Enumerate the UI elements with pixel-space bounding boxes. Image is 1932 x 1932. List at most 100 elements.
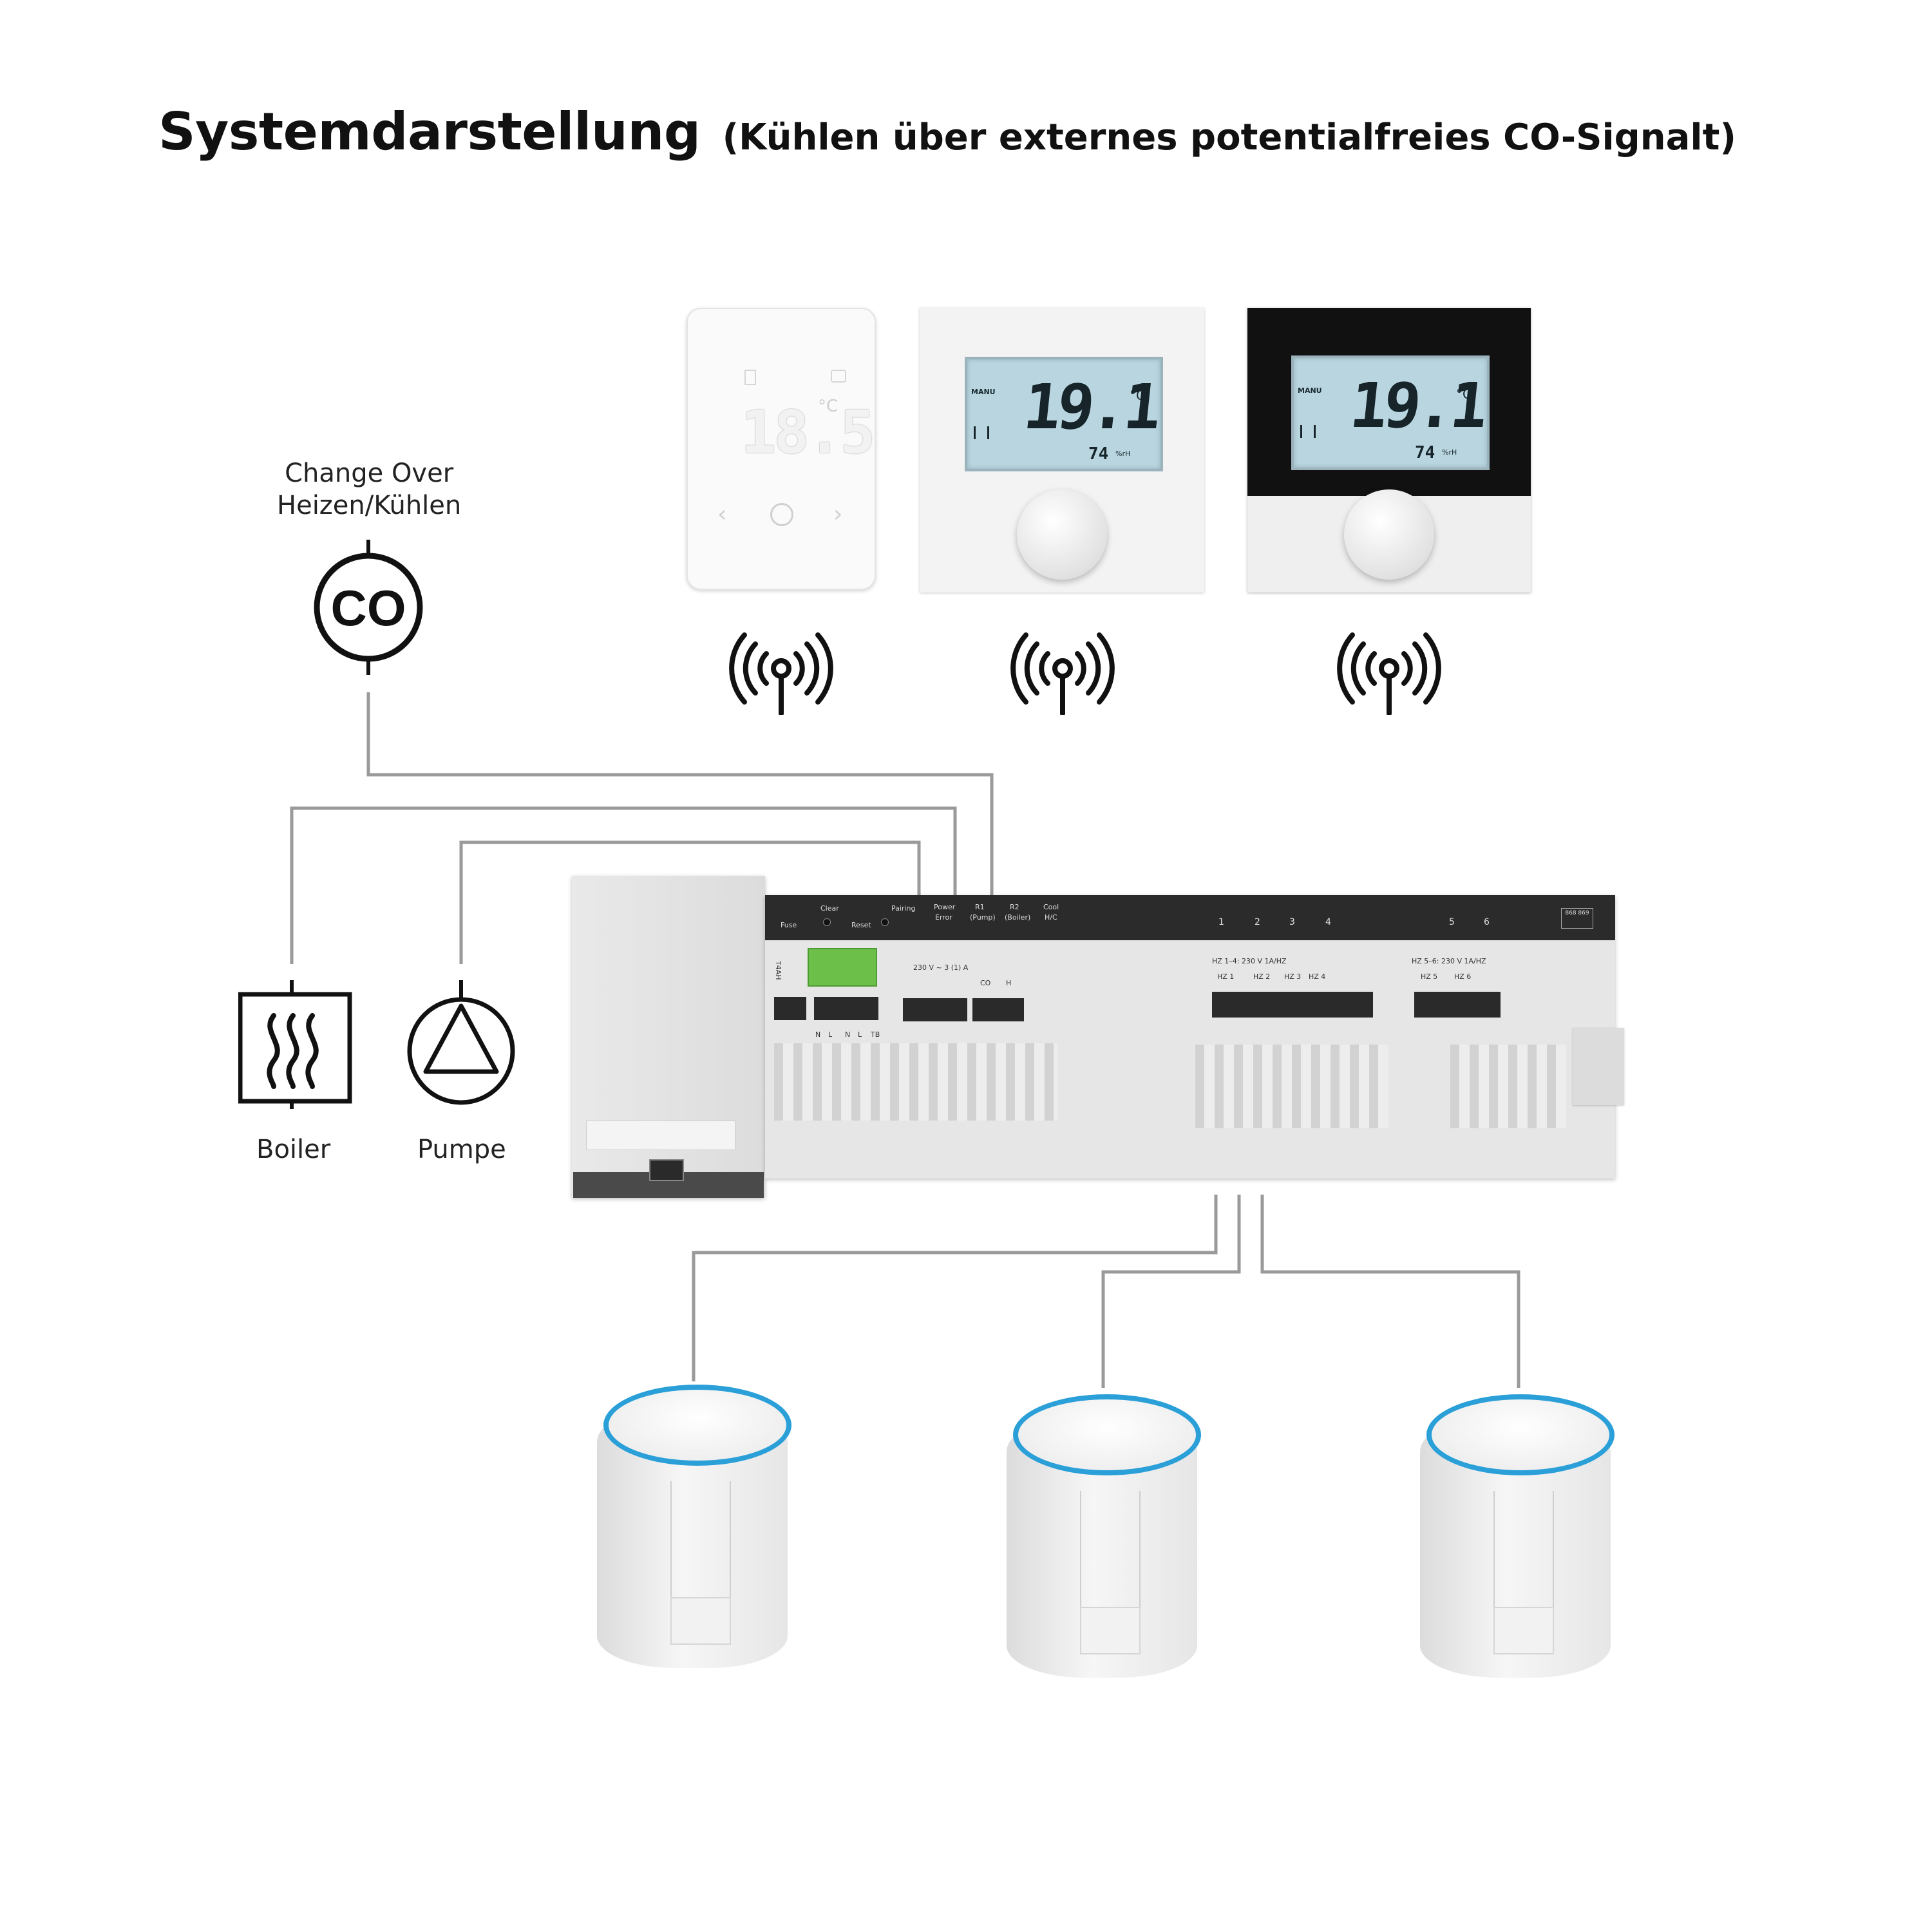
actuator-top-ring: [1013, 1394, 1201, 1475]
controller-end-cap: [1573, 1028, 1624, 1105]
pump-icon: [407, 980, 515, 1105]
co-connection-line: [366, 692, 994, 895]
terminal-label-n1: N: [815, 1030, 821, 1039]
wireless-signal-icon: [1010, 632, 1115, 715]
touch-left-icon[interactable]: ‹: [717, 501, 727, 527]
zone-number-1: 1: [1218, 917, 1224, 927]
thermostat-2-humidity: 74: [1088, 444, 1109, 464]
pump-label: Pumpe: [417, 1135, 506, 1164]
clear-button[interactable]: [823, 918, 831, 926]
actuator-front-panel: [1080, 1491, 1141, 1626]
terminal-label-co: CO: [980, 979, 991, 987]
pairing-button[interactable]: [881, 918, 889, 926]
thermostat-3-humidity: 74: [1415, 443, 1435, 462]
thermostat-3-dial[interactable]: [1344, 489, 1434, 580]
terminal-block-relays[interactable]: [903, 998, 967, 1021]
terminal-label-l1: L: [828, 1030, 833, 1039]
controller-base-station: Fuse Clear Reset Pairing Power Error R1 …: [568, 876, 1637, 1198]
touch-right-icon[interactable]: ›: [833, 501, 843, 527]
change-over-symbol: CO: [314, 540, 423, 675]
label-cool: Cool: [1043, 903, 1059, 911]
pump-connection-line: [459, 840, 921, 964]
page-title: Systemdarstellung (Kühlen über externes p…: [158, 102, 1736, 162]
terminal-label-h: H: [1006, 979, 1012, 987]
terminal-block-co[interactable]: [972, 998, 1024, 1021]
zone-number-5: 5: [1449, 917, 1455, 927]
controller-left-housing: [572, 876, 765, 1198]
label-clear: Clear: [820, 904, 839, 913]
actuator-window: [1493, 1607, 1554, 1654]
change-over-label: Change Over Heizen/Kühlen: [277, 457, 461, 522]
thermostat-1-unit: °C: [818, 397, 838, 416]
thermostat-2-temp: 19.1: [1020, 371, 1162, 443]
actuator-front-panel: [670, 1481, 731, 1616]
thermostat-2-dial[interactable]: [1017, 489, 1107, 580]
controller-top-bar: Fuse Clear Reset Pairing Power Error R1 …: [765, 895, 1615, 940]
title-subtitle: (Kühlen über externes potentialfreies CO…: [722, 117, 1736, 158]
terminal-block-hz1-4[interactable]: [1212, 992, 1373, 1018]
actuator-front-panel: [1493, 1491, 1554, 1626]
label-power: Power: [934, 903, 956, 911]
block-label-c: HZ 5–6: 230 V 1A/HZ: [1412, 957, 1486, 965]
touch-center-button[interactable]: [770, 503, 793, 526]
wireless-signal-icon: [1337, 632, 1441, 715]
terminal-label-tb: TB: [871, 1030, 880, 1039]
thermostat-1-temp: 18.5: [741, 398, 876, 467]
controller-label-sticker: [586, 1121, 735, 1150]
thermostat-3-humidity-unit: %rH: [1442, 448, 1457, 457]
actuator-2: [1000, 1394, 1204, 1697]
thermostat-lcd-black: MANU 19.1 °C 74 %rH: [1247, 308, 1531, 592]
thermostat-3-mode: MANU: [1298, 386, 1322, 395]
label-r2-boiler: (Boiler): [1005, 913, 1031, 922]
zone-label-hz2: HZ 2: [1253, 972, 1271, 981]
thermostat-3-unit: °C: [1456, 386, 1472, 402]
label-pairing: Pairing: [891, 904, 916, 913]
thermostat-3-temp: 19.1: [1347, 370, 1488, 442]
label-r1-pump: (Pump): [970, 913, 996, 922]
boiler-connection-line: [290, 806, 957, 964]
actuator-top-ring: [603, 1385, 791, 1466]
zone-label-hz3: HZ 3: [1284, 972, 1302, 981]
boiler-icon: [238, 980, 352, 1109]
co-symbol-text: CO: [331, 580, 406, 636]
green-terminal-block[interactable]: [808, 948, 877, 987]
thermostat-2-unit: °C: [1130, 388, 1145, 403]
label-hc: H/C: [1045, 913, 1057, 922]
wireless-signal-icon: [729, 632, 833, 715]
cable-clamps-left: [774, 1043, 1057, 1121]
zone-number-2: 2: [1255, 917, 1260, 927]
zone-number-4: 4: [1325, 917, 1331, 927]
change-over-line2: Heizen/Kühlen: [277, 491, 462, 520]
change-over-line1: Change Over: [285, 459, 454, 488]
terminal-label-n2: N: [845, 1030, 851, 1039]
actuator-window: [670, 1597, 731, 1645]
thermostat-lcd-white: MANU 19.1 °C 74 %rH: [920, 308, 1204, 592]
terminal-block-hz5-6[interactable]: [1414, 992, 1501, 1018]
thermostat-2-humidity-unit: %rH: [1115, 450, 1131, 458]
heating-icon: [744, 370, 756, 385]
actuator-3-line: [1260, 1195, 1520, 1388]
heating-mode-icon: [1300, 425, 1316, 438]
fuse-label: T4AH: [774, 961, 782, 980]
terminal-block-pe[interactable]: [774, 997, 806, 1020]
wireless-status-icon: [831, 370, 846, 383]
terminal-block-power[interactable]: [814, 997, 878, 1020]
cable-clamps-hz1-4: [1195, 1045, 1388, 1128]
zone-label-hz5: HZ 5: [1421, 972, 1438, 981]
terminal-label-l2: L: [858, 1030, 862, 1039]
actuator-2-line: [1101, 1195, 1241, 1388]
zone-number-6: 6: [1484, 917, 1490, 927]
zone-number-3: 3: [1289, 917, 1295, 927]
title-main: Systemdarstellung: [158, 102, 701, 162]
label-r2: R2: [1010, 903, 1019, 911]
thermostat-3-display: MANU 19.1 °C 74 %rH: [1291, 355, 1490, 470]
label-fuse: Fuse: [781, 921, 797, 929]
radio-badge: 868 869: [1561, 908, 1593, 929]
label-r1: R1: [975, 903, 985, 911]
label-reset: Reset: [851, 921, 871, 929]
actuator-window: [1080, 1607, 1141, 1654]
boiler-label: Boiler: [256, 1135, 331, 1164]
zone-label-hz6: HZ 6: [1454, 972, 1472, 981]
ethernet-port[interactable]: [649, 1159, 684, 1181]
